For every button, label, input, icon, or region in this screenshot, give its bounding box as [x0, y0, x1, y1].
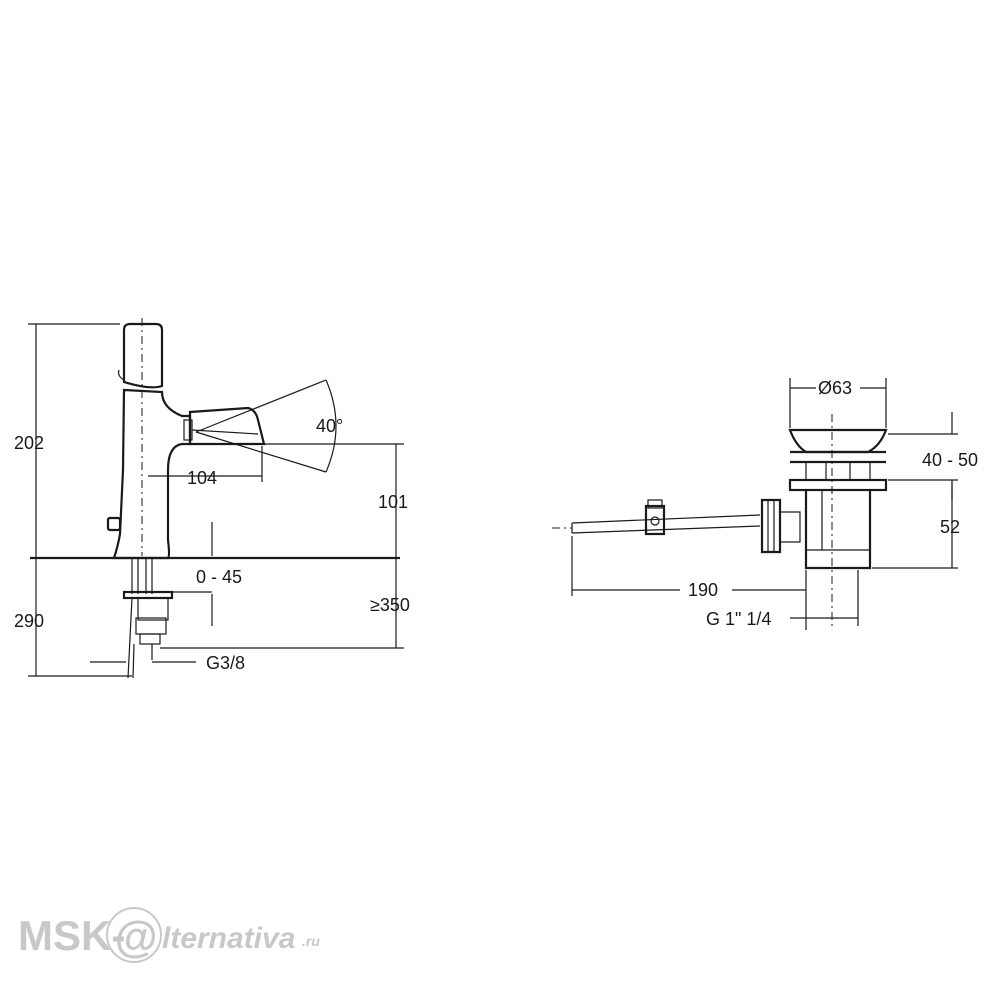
waste-dimension-lines [571, 378, 958, 630]
mixer-outline [30, 318, 400, 679]
dim-rod-length: 190 [688, 580, 718, 600]
waste-outline [552, 414, 888, 626]
dim-body-height: 52 [940, 517, 960, 537]
watermark-suffix: lternativa [162, 922, 295, 955]
watermark-domain: .ru [302, 933, 320, 949]
dim-below-deck: 290 [14, 611, 44, 631]
dim-flange-range: 40 - 50 [922, 450, 978, 470]
dim-spout-reach: 104 [187, 468, 217, 488]
dim-spout-angle: 40° [316, 416, 343, 436]
watermark-prefix: MSK- [18, 912, 125, 959]
dim-diameter: Ø63 [818, 378, 852, 398]
mixer-dimension-lines [28, 323, 404, 677]
watermark-at: @ [114, 913, 157, 962]
dim-connection: G3/8 [206, 653, 245, 673]
dim-min-supply: ≥350 [370, 595, 410, 615]
dim-deck-thickness: 0 - 45 [196, 567, 242, 587]
dim-spout-height: 101 [378, 492, 408, 512]
dim-total-height: 202 [14, 433, 44, 453]
watermark-logo: MSK- @ lternativa .ru [18, 907, 320, 963]
dim-thread: G 1" 1/4 [706, 609, 771, 629]
